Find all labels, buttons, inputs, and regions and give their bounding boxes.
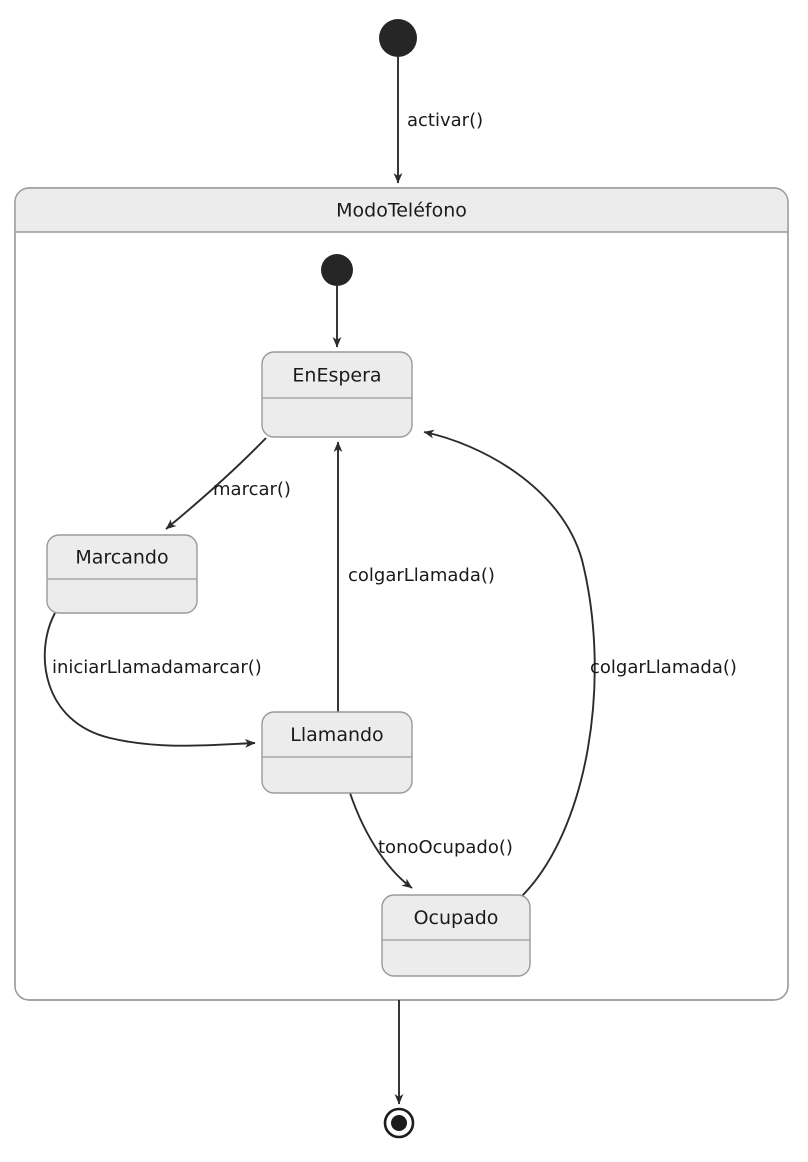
state-box-llamando[interactable] bbox=[261, 711, 413, 794]
state-box-ocupado[interactable] bbox=[381, 894, 531, 977]
composite-state-modotelefono[interactable]: ModoTeléfono bbox=[14, 187, 789, 1001]
composite-state-title: ModoTeléfono bbox=[336, 200, 467, 222]
transitions-layer bbox=[43, 57, 596, 1105]
transition-t-marcar[interactable] bbox=[165, 437, 267, 530]
transition-label-t-colgarllamada-llamando: colgarLlamada() bbox=[348, 565, 495, 586]
transition-label-t-colgarllamada-ocupado: colgarLlamada() bbox=[590, 657, 737, 678]
state-box-enespera[interactable] bbox=[261, 351, 413, 438]
state-enespera[interactable]: EnEspera bbox=[261, 351, 413, 438]
state-label-llamando: Llamando bbox=[290, 724, 383, 746]
composite-state-outline bbox=[14, 187, 789, 1001]
state-label-enespera: EnEspera bbox=[292, 365, 381, 387]
state-label-ocupado: Ocupado bbox=[414, 907, 499, 929]
transition-t-tonoocupado[interactable] bbox=[349, 792, 413, 889]
initial-state-initial-outer[interactable] bbox=[379, 19, 417, 57]
transition-label-t-iniciarllamadamarcar: iniciarLlamadamarcar() bbox=[52, 657, 262, 678]
state-marcando[interactable]: Marcando bbox=[46, 534, 198, 614]
transition-labels-layer: activar() marcar() iniciarLlamadamarcar() c… bbox=[52, 110, 737, 858]
composite-state-header-band bbox=[15, 188, 788, 232]
pseudostates-layer bbox=[321, 19, 417, 1139]
state-llamando[interactable]: Llamando bbox=[261, 711, 413, 794]
state-box-marcando[interactable] bbox=[46, 534, 198, 614]
transition-t-colgarllamada-ocupado[interactable] bbox=[423, 429, 596, 898]
initial-state-initial-inner[interactable] bbox=[321, 254, 353, 286]
final-state-inner-disc bbox=[391, 1115, 407, 1131]
state-ocupado[interactable]: Ocupado bbox=[381, 894, 531, 977]
transition-label-t-activar: activar() bbox=[407, 110, 483, 131]
state-label-marcando: Marcando bbox=[75, 547, 168, 569]
transition-label-t-tonoocupado: tonoOcupado() bbox=[378, 837, 513, 858]
transition-t-iniciarllamadamarcar[interactable] bbox=[43, 612, 256, 748]
final-state-final[interactable] bbox=[383, 1107, 415, 1139]
transition-label-t-marcar: marcar() bbox=[213, 479, 291, 500]
